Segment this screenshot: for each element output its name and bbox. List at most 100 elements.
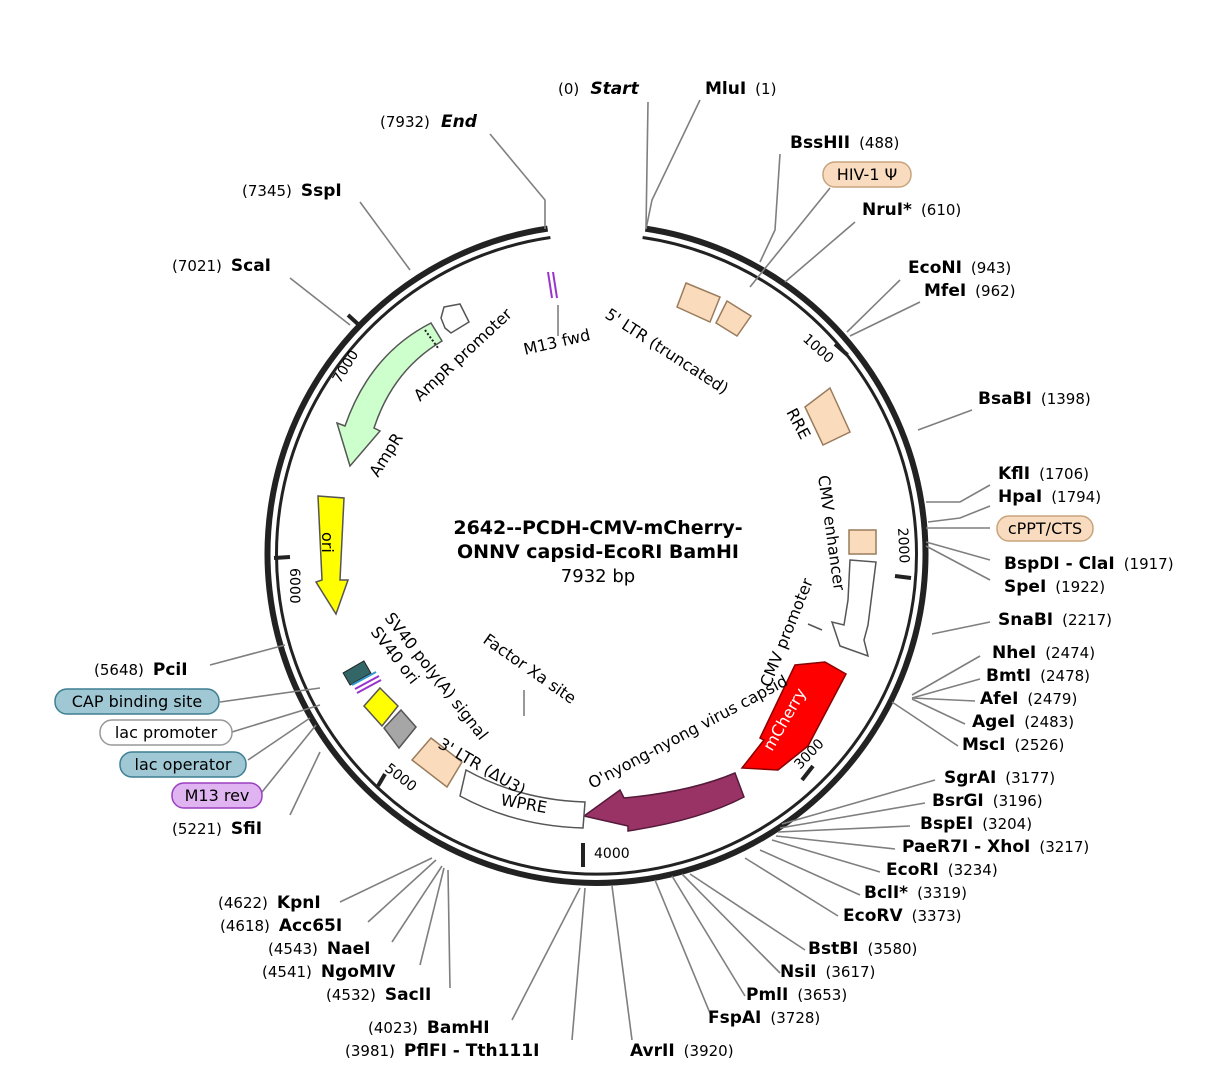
site-avrii[interactable]: AvrII(3920) [630,1041,734,1061]
site-pos: (3177) [1005,769,1055,787]
site-mlui[interactable]: MluI(1) [705,79,776,99]
site-name: HpaI [998,487,1042,507]
site-pmli[interactable]: PmlI(3653) [746,985,847,1005]
pill-cap-binding-site[interactable]: CAP binding site [54,688,220,715]
site-sgrai[interactable]: SgrAI(3177) [944,768,1055,788]
site-name: MfeI [924,281,966,301]
end-marker[interactable]: (7932) End [380,112,478,132]
ltr3-block[interactable] [410,736,463,789]
ampr-arrow[interactable] [335,322,444,468]
site-bamhi[interactable]: (4023)BamHI [368,1018,490,1038]
site-pos: (5221) [172,820,222,838]
site-msci[interactable]: MscI(2526) [962,735,1064,755]
pill-annotations: HIV-1 Ψ cPPT/CTS CAP binding site lac pr… [54,161,1094,809]
site-pos: (5648) [94,661,144,679]
site-agei[interactable]: AgeI(2483) [972,712,1074,732]
start-marker-pos: (0) [558,80,579,98]
site-sspi[interactable]: (7345)SspI [242,181,342,201]
site-name: NaeI [327,939,371,959]
tick-label-6000: 6000 [286,568,302,604]
site-name: PciI [153,660,188,680]
mcherry-arrow[interactable] [740,661,848,771]
site-name: PaeR7I - XhoI [902,837,1030,857]
site-bsabi[interactable]: BsaBI(1398) [978,389,1091,409]
tick-label-4000: 4000 [594,846,630,862]
site-bcli[interactable]: BclI*(3319) [864,883,967,903]
cppt-block[interactable] [848,529,877,555]
site-pcii[interactable]: (5648) PciI [94,660,188,680]
pill-lac-operator[interactable]: lac operator [119,751,247,778]
start-marker[interactable]: (0) Start [558,79,640,99]
site-bspei[interactable]: BspEI(3204) [920,814,1032,834]
site-acc65i[interactable]: (4618)Acc65I [220,916,342,936]
site-ecori[interactable]: EcoRI(3234) [886,860,998,880]
wpre-block[interactable] [459,768,586,829]
site-naei[interactable]: (4543)NaeI [268,939,370,959]
restriction-sites: MluI(1) BssHII(488) NruI*(610) EcoNI (943… [630,79,1174,1061]
site-sfii[interactable]: (5221)SfiI [172,819,262,839]
site-spei[interactable]: SpeI(1922) [1004,577,1105,597]
site-pos: (1) [755,80,776,98]
site-fspai[interactable]: FspAI(3728) [708,1008,820,1028]
grey-block[interactable] [383,708,417,750]
ampr-promoter-arrow[interactable] [440,303,470,334]
m13-fwd-label: M13 fwd [522,325,592,359]
site-kfli[interactable]: KflI(1706) [998,464,1089,484]
site-name: AfeI [980,689,1018,709]
site-nrui[interactable]: NruI*(610) [862,200,961,220]
site-hpai[interactable]: HpaI(1794) [998,487,1101,507]
site-pos: (962) [975,282,1015,300]
site-nsii[interactable]: NsiI(3617) [780,962,875,982]
site-name: EcoRV [843,906,903,926]
site-sacii[interactable]: (4532)SacII [326,985,431,1005]
site-paer7i-xhoi[interactable]: PaeR7I - XhoI(3217) [902,837,1089,857]
m13-fwd-mark-a [547,271,553,299]
pill-lac-promoter[interactable]: lac promoter [99,719,233,746]
site-pos: (3981) [345,1042,395,1060]
ltr5-block-b[interactable] [715,299,753,338]
site-nhei[interactable]: NheI(2474) [992,643,1095,663]
cmv-enhancer-label: CMV enhancer [814,474,849,592]
site-name: NheI [992,643,1036,663]
pill-cppt-cts[interactable]: cPPT/CTS [996,515,1094,542]
pill-label: CAP binding site [72,692,202,711]
ori-arrow[interactable] [314,495,350,616]
sv40-polya-block[interactable] [342,660,372,686]
site-mfei[interactable]: MfeI (962) [924,281,1016,301]
site-pos: (3920) [684,1042,734,1060]
pill-m13-rev[interactable]: M13 rev [171,782,263,809]
site-pflfi-tth111i[interactable]: (3981)PflFI - Tth111I [345,1041,539,1061]
site-econi[interactable]: EcoNI (943) [908,258,1011,278]
site-pos: (2479) [1027,690,1077,708]
site-kpni[interactable]: (4622)KpnI [218,893,321,913]
site-pos: (3580) [868,940,918,958]
site-bstbi[interactable]: BstBI(3580) [808,939,917,959]
cmv-enhancer-arrow[interactable] [830,559,877,658]
ltr5-block-a[interactable] [676,282,721,324]
site-pos: (3728) [770,1009,820,1027]
site-ecorv[interactable]: EcoRV(3373) [843,906,962,926]
site-afei[interactable]: AfeI (2479) [980,689,1077,709]
onnv-capsid-arrow[interactable] [582,772,745,832]
site-bmti[interactable]: BmtI(2478) [986,666,1090,686]
site-ngomiv[interactable]: (4541)NgoMIV [262,962,396,982]
site-name: NgoMIV [321,962,396,982]
sv40-ori-block[interactable] [362,686,400,728]
site-scai[interactable]: (7021)ScaI [172,256,271,276]
site-name: NruI* [862,200,912,220]
pill-bg [822,161,912,188]
site-snabi[interactable]: SnaBI(2217) [998,610,1112,630]
site-bspdi-clai[interactable]: BspDI - ClaI(1917) [1004,554,1174,574]
pill-hiv1-psi[interactable]: HIV-1 Ψ [822,161,912,188]
tick-7000 [346,313,361,327]
rre-block[interactable] [804,386,851,447]
site-pos: (943) [971,259,1011,277]
site-name: BmtI [986,666,1031,686]
site-name: SspI [301,181,342,201]
site-bsrgi[interactable]: BsrGI(3196) [932,791,1043,811]
site-name: EcoNI [908,258,962,278]
backbone [264,225,929,886]
site-bsshii[interactable]: BssHII(488) [790,133,899,153]
markers: (0) Start (7932) End [380,79,640,132]
